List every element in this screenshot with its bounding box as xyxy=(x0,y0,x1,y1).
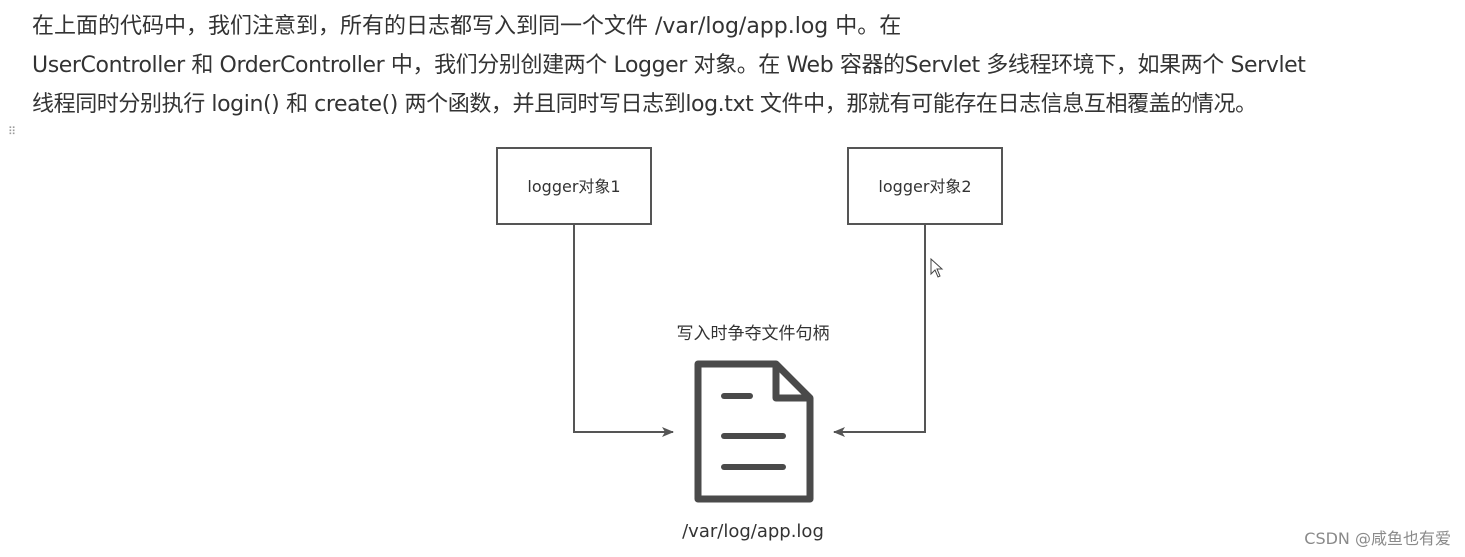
file-path-label: /var/log/app.log xyxy=(682,521,824,542)
paragraph-line-1: 在上面的代码中，我们注意到，所有的日志都写入到同一个文件 /var/log/ap… xyxy=(32,14,902,39)
mouse-cursor-icon xyxy=(930,257,944,278)
file-document-icon xyxy=(694,360,814,503)
logger-box-1-label: logger对象1 xyxy=(527,177,620,196)
paragraph-line-3: 线程同时分别执行 login() 和 create() 两个函数，并且同时写日志… xyxy=(32,92,1257,117)
logger-box-2-label: logger对象2 xyxy=(878,177,971,196)
description-paragraph: 在上面的代码中，我们注意到，所有的日志都写入到同一个文件 /var/log/ap… xyxy=(32,7,1457,124)
left-connector-arrow xyxy=(573,224,674,437)
contention-caption: 写入时争夺文件句柄 xyxy=(677,324,830,344)
logger-box-1: logger对象1 xyxy=(496,147,652,225)
drag-handle-icon[interactable]: ⠿ xyxy=(8,125,16,138)
csdn-watermark: CSDN @咸鱼也有爱 xyxy=(1304,529,1451,548)
paragraph-line-2: UserController 和 OrderController 中，我们分别创… xyxy=(32,53,1306,78)
logger-box-2: logger对象2 xyxy=(847,147,1003,225)
right-connector-arrow xyxy=(833,224,926,437)
